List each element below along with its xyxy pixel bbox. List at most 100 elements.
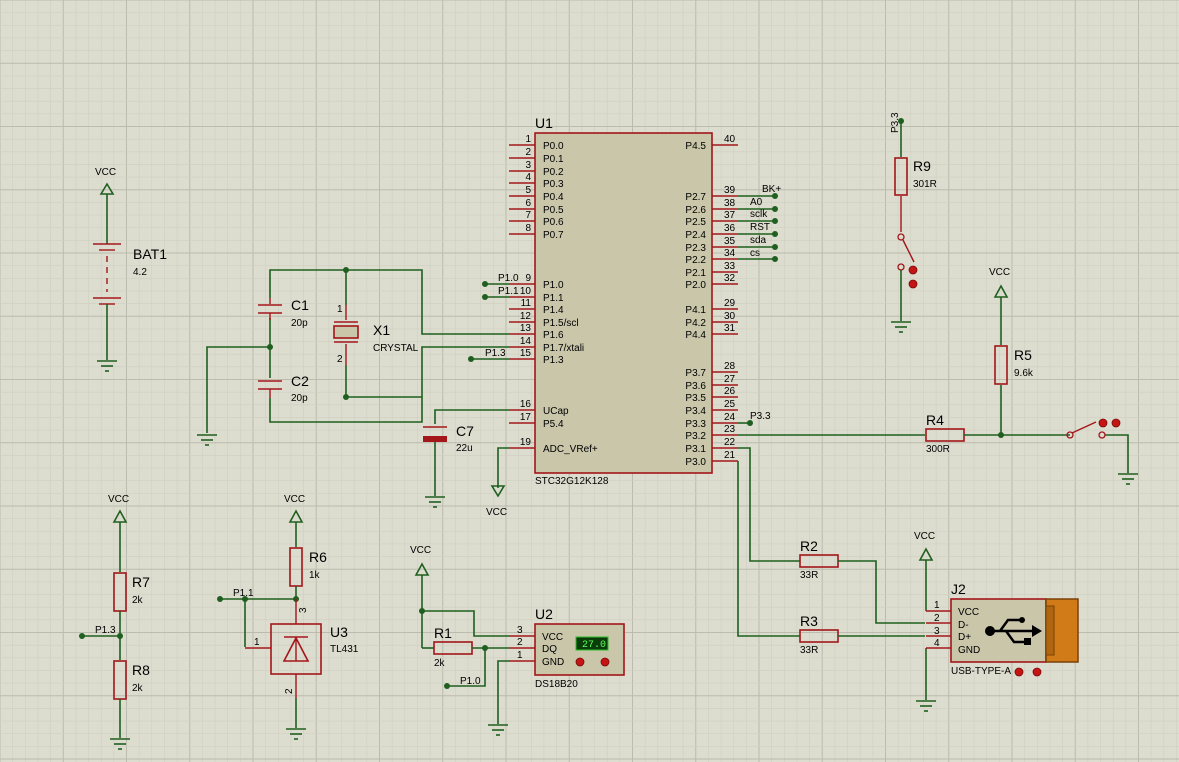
vref-vcc: VCC <box>486 447 509 518</box>
u1-pin-num-29: 29 <box>724 298 736 309</box>
net-bk: BK+ <box>762 184 781 195</box>
u1-pin-name-19: ADC_VRef+ <box>543 444 598 455</box>
r5-vcc-label: VCC <box>989 267 1010 278</box>
j2-pin-gnd: GND <box>958 645 980 656</box>
j2-pin-4: 4 <box>934 638 940 649</box>
u1-pin-num-7: 7 <box>525 210 531 221</box>
u2-net: P1.0 <box>460 676 481 687</box>
r7-vcc-label: VCC <box>108 494 129 505</box>
net-sda: sda <box>750 235 767 246</box>
net-p33: P3.3 <box>750 411 771 422</box>
u1-pin-num-9: 9 <box>525 273 531 284</box>
r1-vcc-label: VCC <box>410 545 431 556</box>
u1-pin-name-13: P1.6 <box>543 330 564 341</box>
u1-pin-name-10: P1.1 <box>543 293 564 304</box>
u1-part: STC32G12K128 <box>535 476 609 487</box>
u1-pin-num-4: 4 <box>525 172 531 183</box>
u1-pin-name-14: P1.7/xtali <box>543 343 584 354</box>
x1-pin1: 1 <box>337 304 343 315</box>
r8-net: P1.3 <box>95 625 116 636</box>
net-a0: A0 <box>750 197 763 208</box>
r7-ref: R7 <box>132 574 150 590</box>
r4-pushbutton[interactable] <box>1066 418 1138 485</box>
c2-capacitor[interactable]: C2 20p <box>258 373 309 404</box>
vref-vcc-label: VCC <box>486 507 507 518</box>
u1-mcu[interactable]: U1 STC32G12K128 1P0.02P0.13P0.24P0.35P0.… <box>509 115 738 487</box>
u1-pin-name-30: P4.2 <box>685 318 706 329</box>
r7-resistor[interactable]: VCC R7 2k <box>108 494 150 660</box>
x1-pin2: 2 <box>337 354 343 365</box>
u1-pin-name-12: P1.5/scl <box>543 318 579 329</box>
u1-pin-num-10: 10 <box>520 286 532 297</box>
r7-value: 2k <box>132 595 144 606</box>
r2-resistor[interactable]: R2 33R <box>738 447 925 624</box>
u1-pin-num-12: 12 <box>520 311 532 322</box>
x1-ref: X1 <box>373 322 390 338</box>
u2-pin-gnd: GND <box>542 657 564 668</box>
u1-pin-name-23: P3.2 <box>685 431 706 442</box>
r6-resistor[interactable]: VCC R6 1k <box>284 494 327 599</box>
u1-pin-num-32: 32 <box>724 273 736 284</box>
c1-capacitor[interactable]: C1 20p <box>258 297 309 329</box>
j2-vcc-label: VCC <box>914 531 935 542</box>
u1-pin-name-26: P3.5 <box>685 393 706 404</box>
u1-pin-name-29: P4.1 <box>685 305 706 316</box>
u1-pin-num-37: 37 <box>724 210 736 221</box>
x1-crystal[interactable]: 1 2 X1 CRYSTAL <box>333 304 419 365</box>
bat1-vcc-arrow <box>99 182 115 244</box>
u3-ref: U3 <box>330 624 348 640</box>
r9-resistor[interactable]: P3.3 R9 301R <box>890 112 937 232</box>
u1-pin-num-31: 31 <box>724 323 736 334</box>
r3-value: 33R <box>800 645 818 656</box>
u1-pin-name-6: P0.5 <box>543 205 564 216</box>
j2-pin-1: 1 <box>934 600 940 611</box>
r9-ref: R9 <box>913 158 931 174</box>
u1-pin-num-6: 6 <box>525 198 531 209</box>
r5-resistor[interactable]: VCC R5 9.6k <box>989 267 1034 435</box>
c7-capacitor[interactable]: C7 22u <box>423 409 509 508</box>
u1-net-labels: BK+ A0 sclk RST sda cs P3.3 P1.0 P1.1 P1… <box>468 184 781 426</box>
j2-usb-connector[interactable]: VCC 1 2 3 4 VCC D- D+ GND J2 USB-TYPE-A <box>914 531 1079 712</box>
u1-pin-name-9: P1.0 <box>543 280 564 291</box>
u1-pin-num-34: 34 <box>724 248 736 259</box>
u1-pin-name-22: P3.1 <box>685 444 706 455</box>
u1-pin-name-4: P0.3 <box>543 179 564 190</box>
u1-pin-name-21: P3.0 <box>685 457 706 468</box>
j2-ref: J2 <box>951 581 966 597</box>
u1-pin-name-27: P3.6 <box>685 381 706 392</box>
x1-value: CRYSTAL <box>373 343 419 354</box>
r8-resistor[interactable]: P1.3 R8 2k <box>79 625 150 750</box>
u1-pin-num-27: 27 <box>724 374 736 385</box>
j2-pin-dplus: D+ <box>958 632 971 643</box>
u1-pin-name-36: P2.4 <box>685 230 706 241</box>
r3-resistor[interactable]: R3 33R <box>737 461 925 656</box>
u2-ds18b20[interactable]: U2 DS18B20 27.0 3 2 1 VCC DQ GND <box>488 606 625 736</box>
r6-vcc-label: VCC <box>284 494 305 505</box>
bat1-value: 4.2 <box>133 267 147 278</box>
net-p13-left: P1.3 <box>485 348 506 359</box>
u1-pin-num-11: 11 <box>521 298 532 309</box>
u3-tl431[interactable]: P1.1 1 2 3 U3 TL431 <box>217 588 359 740</box>
u1-pin-num-17: 17 <box>520 412 532 423</box>
u1-pin-num-26: 26 <box>724 386 736 397</box>
u3-pin3: 3 <box>298 607 309 613</box>
u1-pin-name-25: P3.4 <box>685 406 706 417</box>
u2-pin-1: 1 <box>517 650 523 661</box>
u3-pin2: 2 <box>284 688 295 694</box>
u1-body <box>534 132 713 474</box>
r9-value: 301R <box>913 179 937 190</box>
bat1-battery[interactable]: VCC BAT1 4.2 <box>93 167 167 372</box>
u1-pin-num-24: 24 <box>724 412 736 423</box>
r4-resistor[interactable]: R4 300R <box>738 412 1070 455</box>
u2-pin-2: 2 <box>517 637 523 648</box>
crystal-circuit <box>197 267 509 446</box>
u1-pin-num-39: 39 <box>724 185 736 196</box>
r9-pushbutton[interactable] <box>891 233 918 333</box>
u1-pin-name-16: UCap <box>543 406 569 417</box>
u2-temp-display <box>575 636 609 651</box>
r4-ref: R4 <box>926 412 944 428</box>
j2-pin-vcc: VCC <box>958 607 979 618</box>
r1-resistor[interactable]: VCC P1.0 R1 2k <box>410 545 509 689</box>
